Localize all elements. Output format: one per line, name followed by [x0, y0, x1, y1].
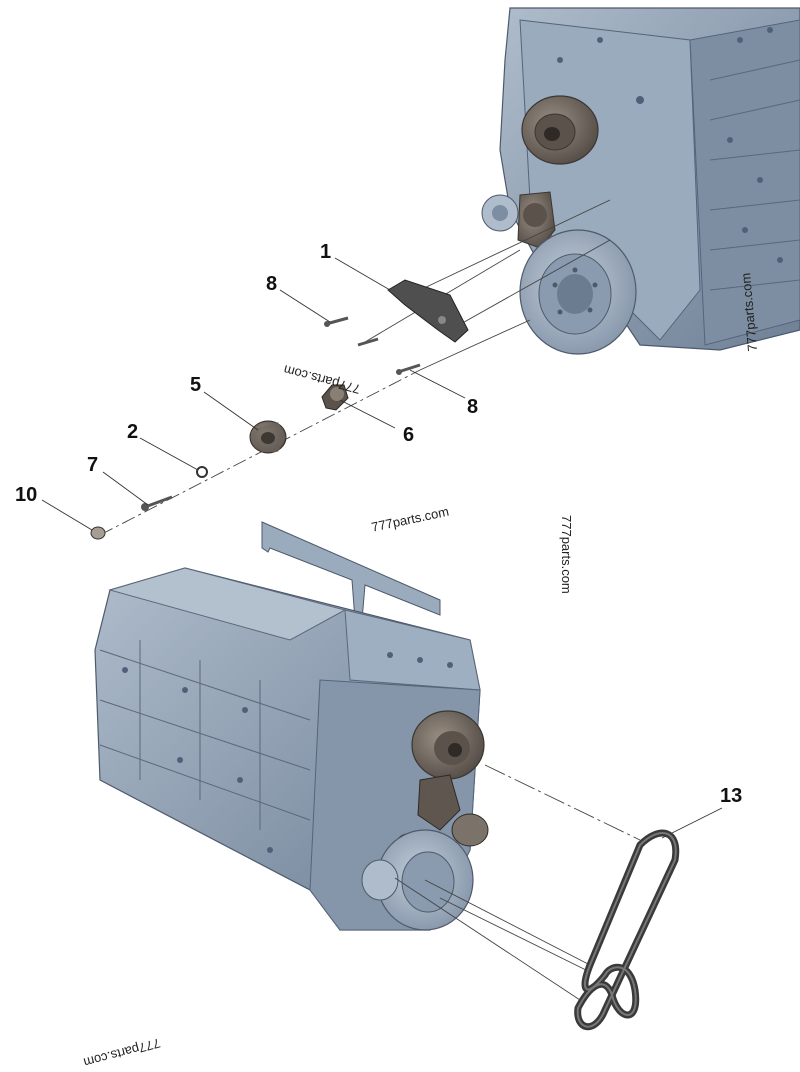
- callout-2: 2: [127, 421, 139, 443]
- upper-fan-pulley: [521, 95, 599, 165]
- part-2-washer: [196, 466, 208, 478]
- upper-leader-lines: [99, 199, 611, 536]
- callout-10: 10: [15, 484, 38, 506]
- lower-fan-pulley: [411, 710, 485, 780]
- part-13-serpentine-belt: [574, 829, 680, 1031]
- callout-6: 6: [403, 424, 415, 446]
- callout-8-lower: 8: [467, 396, 479, 418]
- part-1-bracket: [387, 279, 469, 343]
- part-8-bolt-upper: [324, 316, 379, 347]
- part-7-bolt: [141, 495, 173, 511]
- callout-13: 13: [720, 785, 743, 807]
- part-6-tensioner: [321, 384, 349, 411]
- part-8-bolt-lower: [396, 363, 421, 375]
- callout-8-upper: 8: [266, 273, 278, 295]
- belt-leader-lines: [394, 764, 641, 1001]
- watermark-vertical: 777parts.com: [559, 515, 574, 594]
- callout-1: 1: [320, 241, 332, 263]
- upper-crank-damper: [519, 229, 637, 355]
- callout-5: 5: [190, 374, 202, 396]
- part-10-cap: [90, 526, 106, 540]
- part-5-idler-pulley: [249, 420, 287, 454]
- callout-7: 7: [87, 454, 99, 476]
